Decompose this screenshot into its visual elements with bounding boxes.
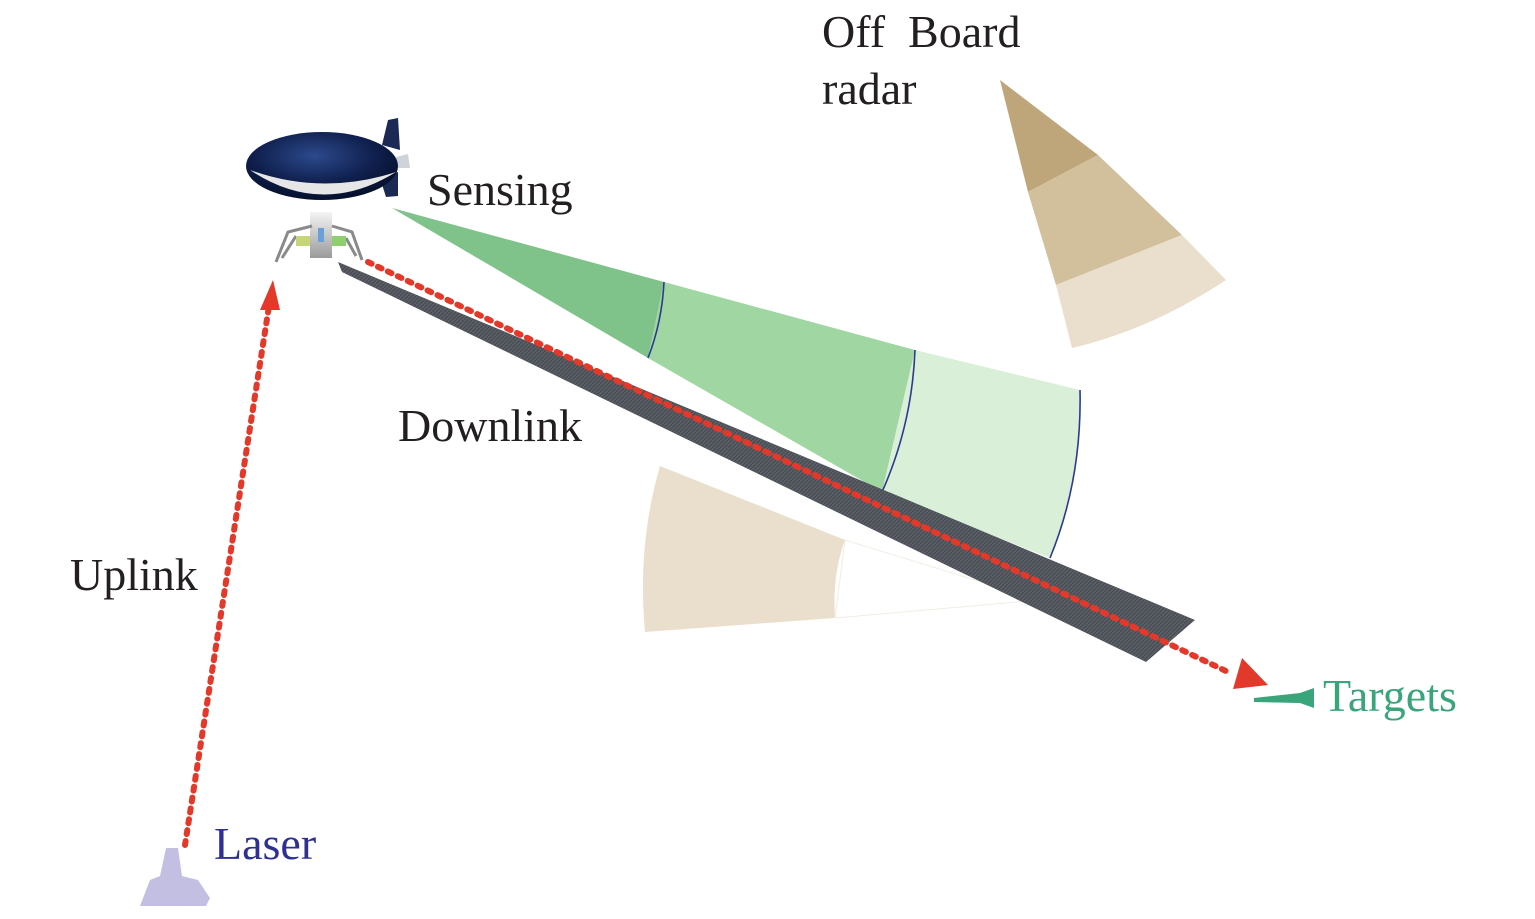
lower-sector-outer-band xyxy=(642,466,845,632)
radar-cone-near-band xyxy=(1000,80,1098,192)
airship-envelope-underside xyxy=(250,170,396,195)
sensing-label: Sensing xyxy=(427,164,573,215)
target-missile-icon xyxy=(1254,688,1314,708)
lower-radar-sector xyxy=(642,466,1041,632)
lower-sector-inner-band xyxy=(834,539,1041,619)
airship-icon xyxy=(246,118,410,263)
downlink-beam xyxy=(338,262,1195,662)
laser-label: Laser xyxy=(214,818,316,869)
sensing-cone-dark xyxy=(392,208,664,358)
sensing-arc-3 xyxy=(1049,389,1081,559)
airship-right-strut xyxy=(331,224,364,261)
sensing-arc-2 xyxy=(881,349,916,493)
uplink-label: Uplink xyxy=(70,549,198,600)
downlink-dotted-path xyxy=(365,259,1268,689)
off-board-radar-label-line1: Off Board xyxy=(822,6,1020,57)
sensing-cone-light xyxy=(882,350,1081,558)
airship-sensor-left xyxy=(296,236,310,246)
uplink-dotted-path xyxy=(182,280,280,848)
sensing-arc-1 xyxy=(647,281,665,359)
radar-cone-mid-band xyxy=(1028,155,1182,285)
off-board-radar-label-line2: radar xyxy=(822,63,916,114)
downlink-label: Downlink xyxy=(398,400,582,451)
targets-label: Targets xyxy=(1323,670,1457,721)
radar-cone-far-band xyxy=(1056,235,1226,348)
laser-emitter-icon xyxy=(140,848,210,906)
airship-upper-fin xyxy=(382,118,400,150)
downlink-arrowhead xyxy=(1233,658,1268,689)
sensing-cone xyxy=(392,208,1081,559)
airship-sensor-center xyxy=(318,228,324,242)
sensing-cone-mid xyxy=(648,282,915,492)
uplink-arrowhead xyxy=(260,280,280,310)
airship-left-strut xyxy=(274,224,313,263)
airship-sensor-right xyxy=(332,236,346,246)
off-board-radar-cone xyxy=(1000,80,1226,348)
